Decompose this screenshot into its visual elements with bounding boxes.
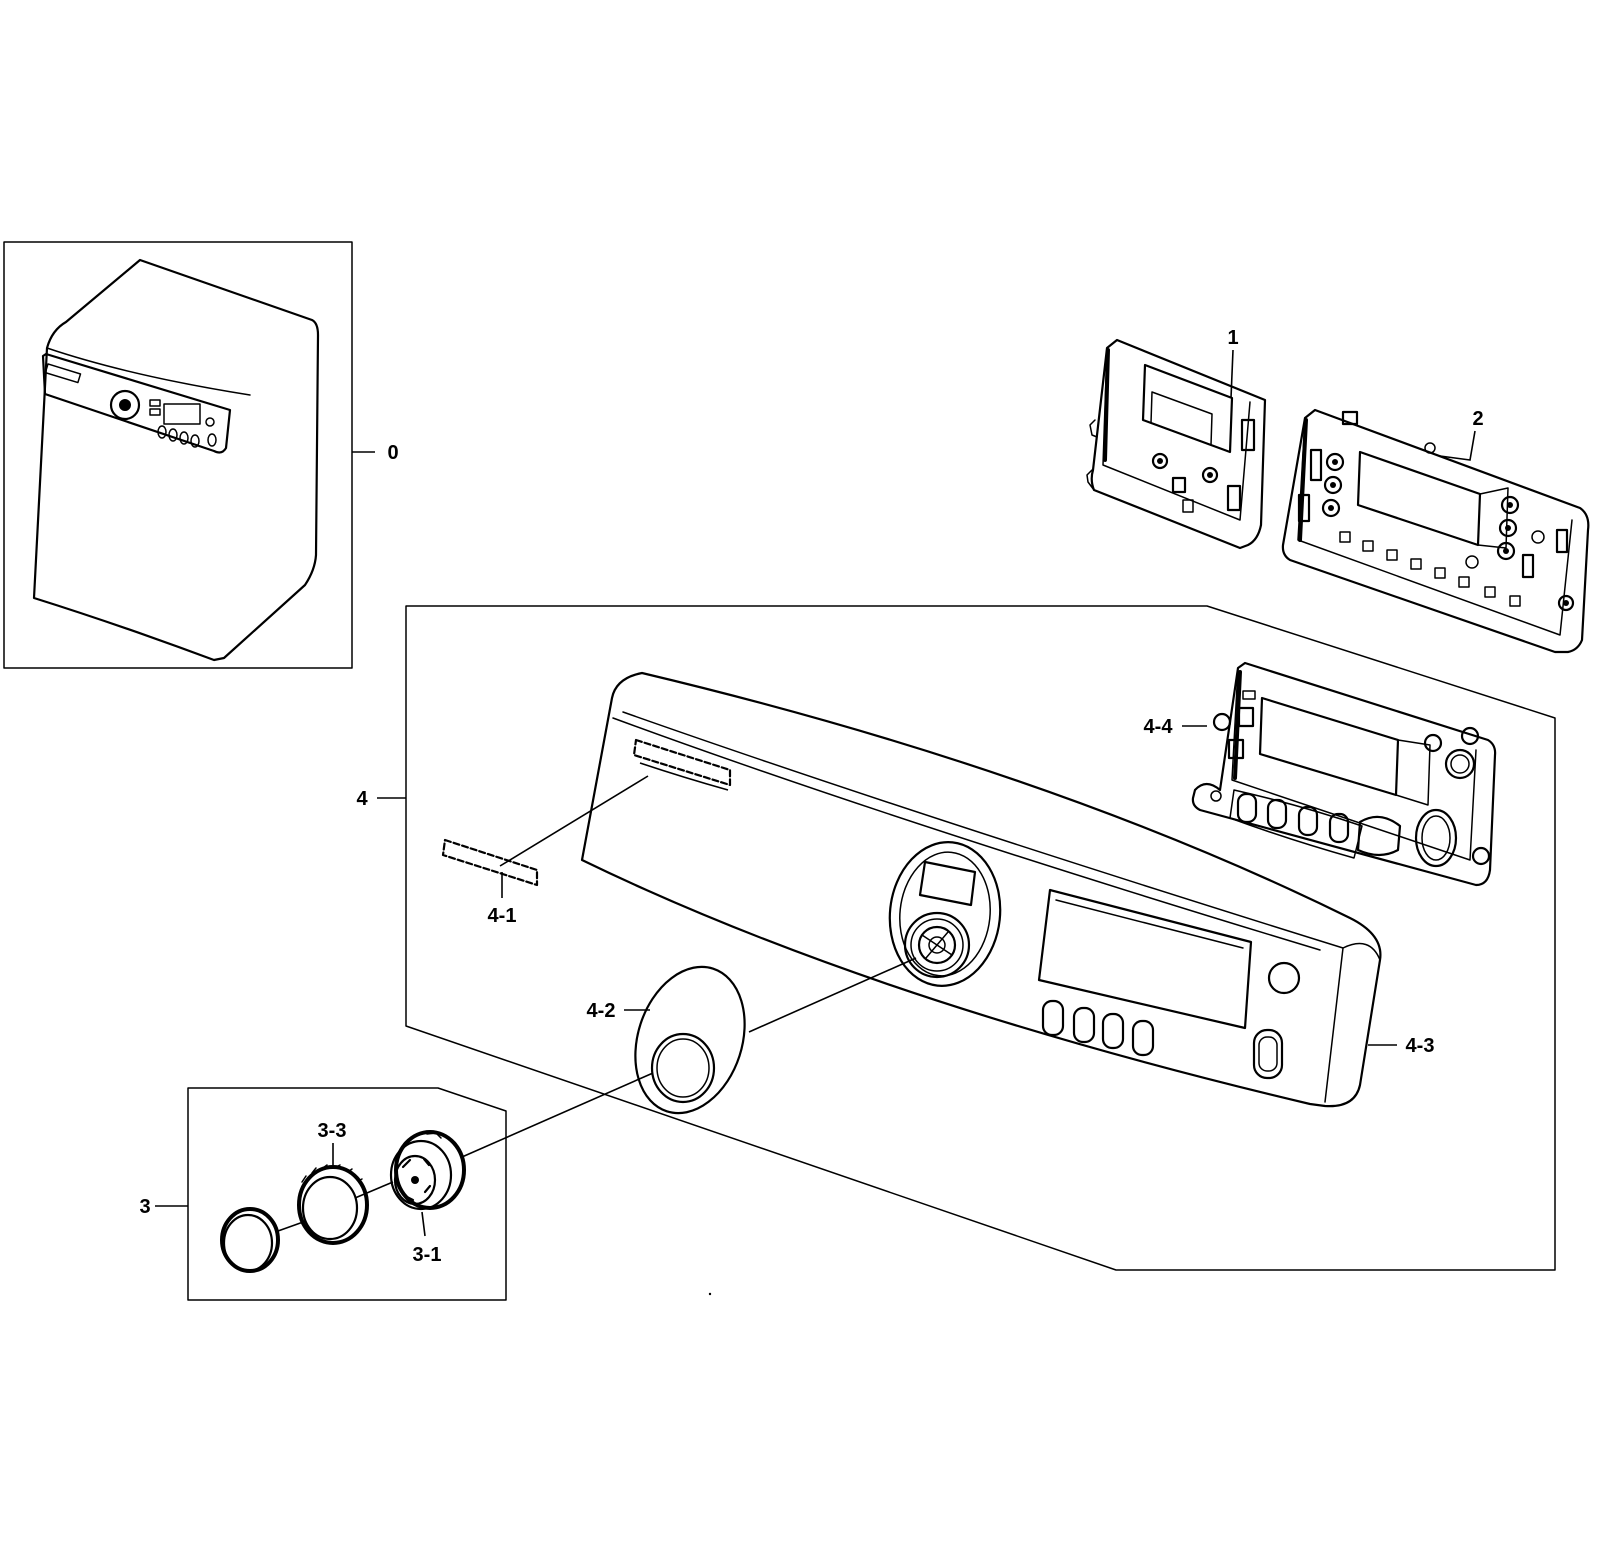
- pcb-part-4-4: [1191, 661, 1497, 887]
- control-panel-frame-4-3: [580, 671, 1382, 1108]
- stray-dot: [708, 1292, 712, 1296]
- pcb-2-button-row: [1339, 531, 1575, 612]
- knob-cap: [220, 1207, 280, 1273]
- callout-3: 3: [139, 1196, 150, 1218]
- callout-4-4: 4-4: [1144, 716, 1174, 738]
- assembly-box-3: [187, 1087, 507, 1301]
- callout-4-1: 4-1: [488, 905, 517, 927]
- callout-3-1: 3-1: [413, 1244, 442, 1266]
- callout-4: 4: [356, 788, 368, 810]
- knob-hub-3-1: [389, 1130, 466, 1211]
- appliance-overview: [32, 258, 320, 662]
- knob-ring-3-3: [297, 1164, 369, 1245]
- callout-3-3: 3-3: [318, 1120, 347, 1142]
- callout-labels: 0 1 2 3 3-1 3-3 4 4-1 4-2 4-3 4-4: [139, 327, 1483, 1266]
- callout-4-3: 4-3: [1406, 1035, 1435, 1057]
- callout-0: 0: [387, 442, 398, 464]
- pcb-part-2: [1281, 408, 1590, 654]
- knob-assembly-leaders: [277, 1072, 654, 1232]
- badge-part-4-1: [441, 775, 649, 887]
- callout-1: 1: [1227, 327, 1238, 349]
- callout-2: 2: [1472, 408, 1483, 430]
- knob-bezel-4-2: [634, 957, 917, 1115]
- assembly-box-0: [3, 241, 353, 669]
- assembly-box-4: [405, 605, 1556, 1271]
- callout-leaders: [155, 349, 1476, 1237]
- pcb-part-1: [1086, 338, 1267, 550]
- callout-4-2: 4-2: [587, 1000, 616, 1022]
